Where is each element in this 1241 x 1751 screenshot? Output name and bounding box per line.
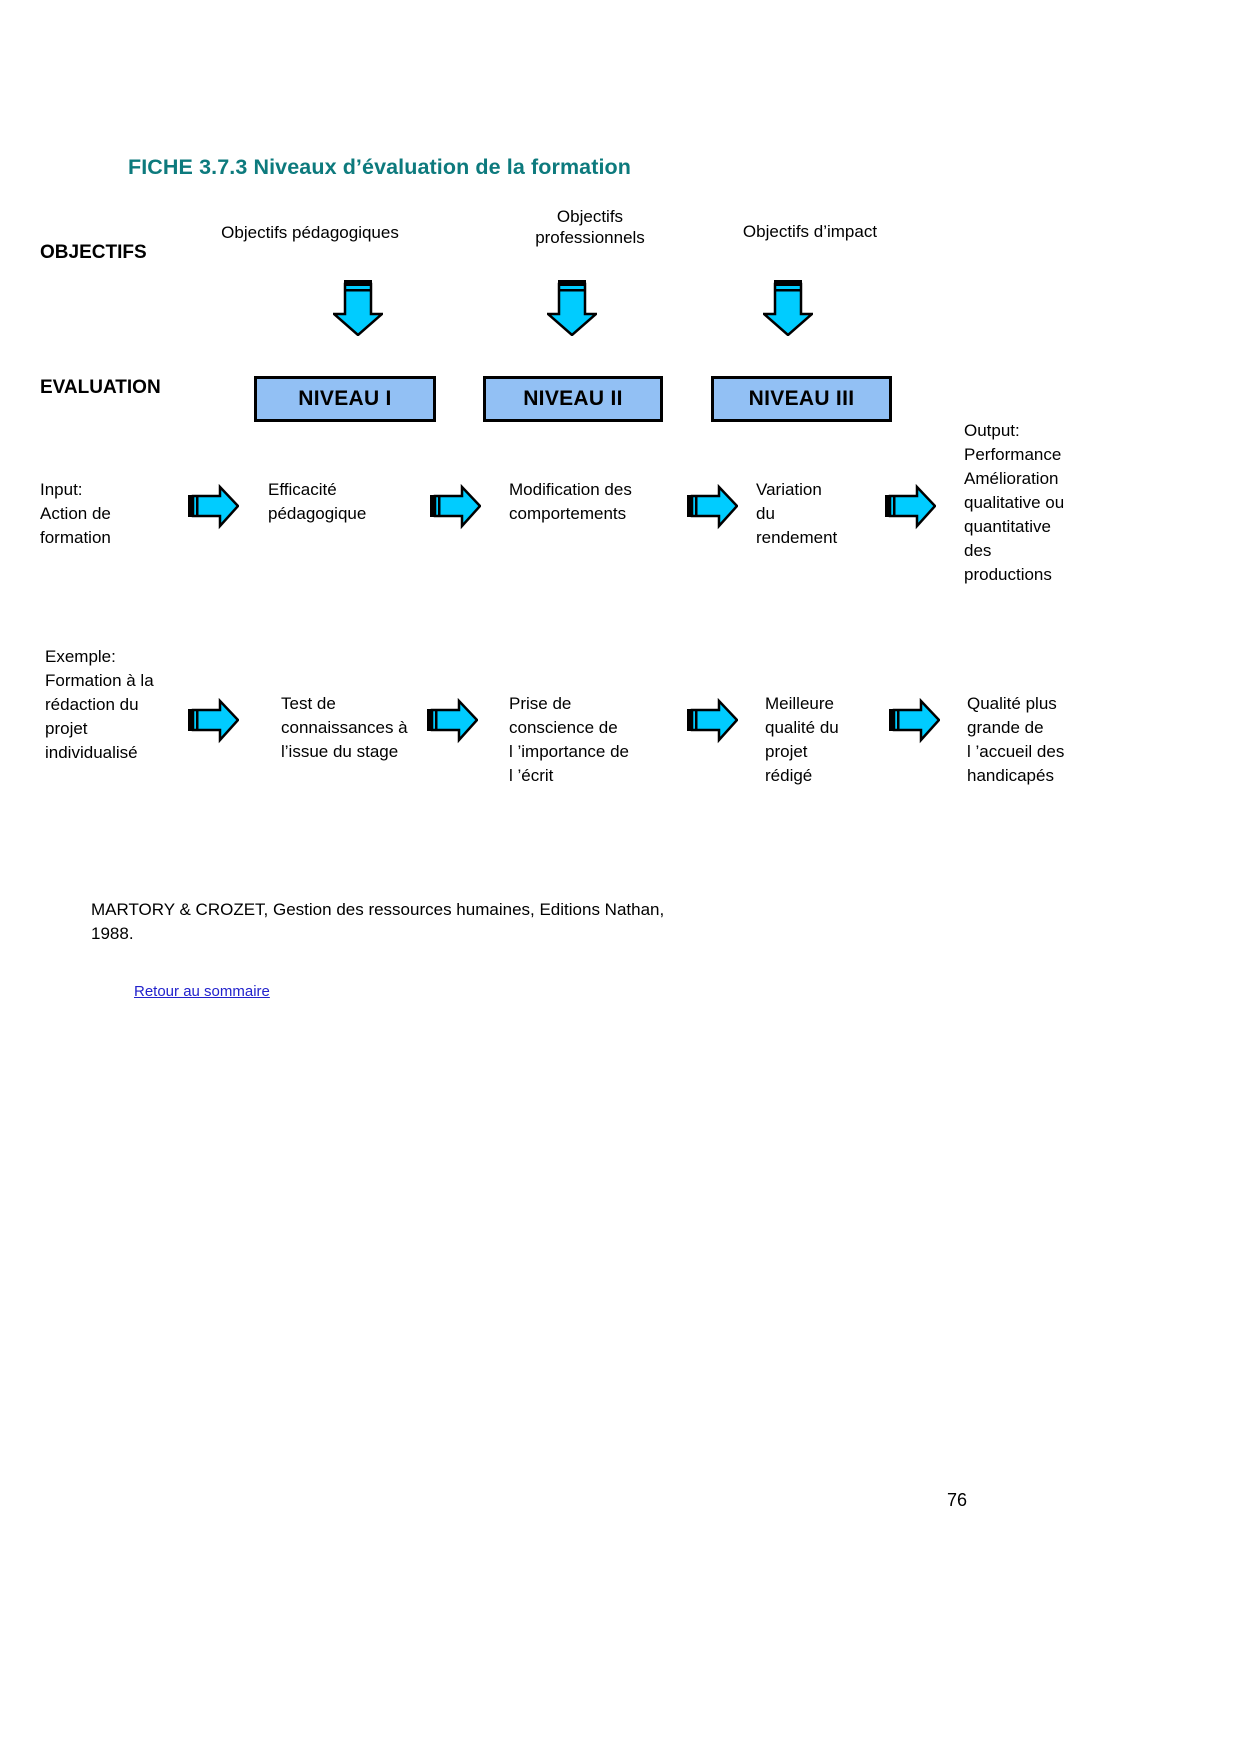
back-to-summary-link[interactable]: Retour au sommaire <box>134 983 270 1000</box>
citation-text: MARTORY & CROZET, Gestion des ressources… <box>91 900 665 943</box>
level-box-niveau-3: NIVEAU III <box>711 376 892 422</box>
page-number: 76 <box>947 1490 968 1510</box>
arrow-right-icon <box>424 697 479 744</box>
arrow-right-icon <box>427 483 482 530</box>
level-box-niveau-1: NIVEAU I <box>254 376 436 422</box>
level-box-label: NIVEAU III <box>748 387 855 410</box>
arrow-right-icon <box>185 483 240 530</box>
row-label-objectifs: OBJECTIFS <box>40 242 147 263</box>
level-box-niveau-2: NIVEAU II <box>483 376 663 422</box>
objective-caption-impact: Objectifs d’impact <box>742 222 878 241</box>
row-label-evaluation: EVALUATION <box>40 377 161 398</box>
objective-caption-pedagogiques: Objectifs pédagogiques <box>221 223 399 242</box>
arrow-right-icon <box>185 697 240 744</box>
arrow-down-icon <box>544 278 600 337</box>
arrow-right-icon <box>684 483 739 530</box>
arrow-right-icon <box>882 483 937 530</box>
arrow-down-icon <box>760 278 816 337</box>
page-title: FICHE 3.7.3 Niveaux d’évaluation de la f… <box>128 155 632 179</box>
level-box-label: NIVEAU I <box>298 387 392 410</box>
arrow-down-icon <box>330 278 386 337</box>
arrow-right-icon <box>886 697 941 744</box>
arrow-right-icon <box>684 697 739 744</box>
level-box-label: NIVEAU II <box>523 387 623 410</box>
